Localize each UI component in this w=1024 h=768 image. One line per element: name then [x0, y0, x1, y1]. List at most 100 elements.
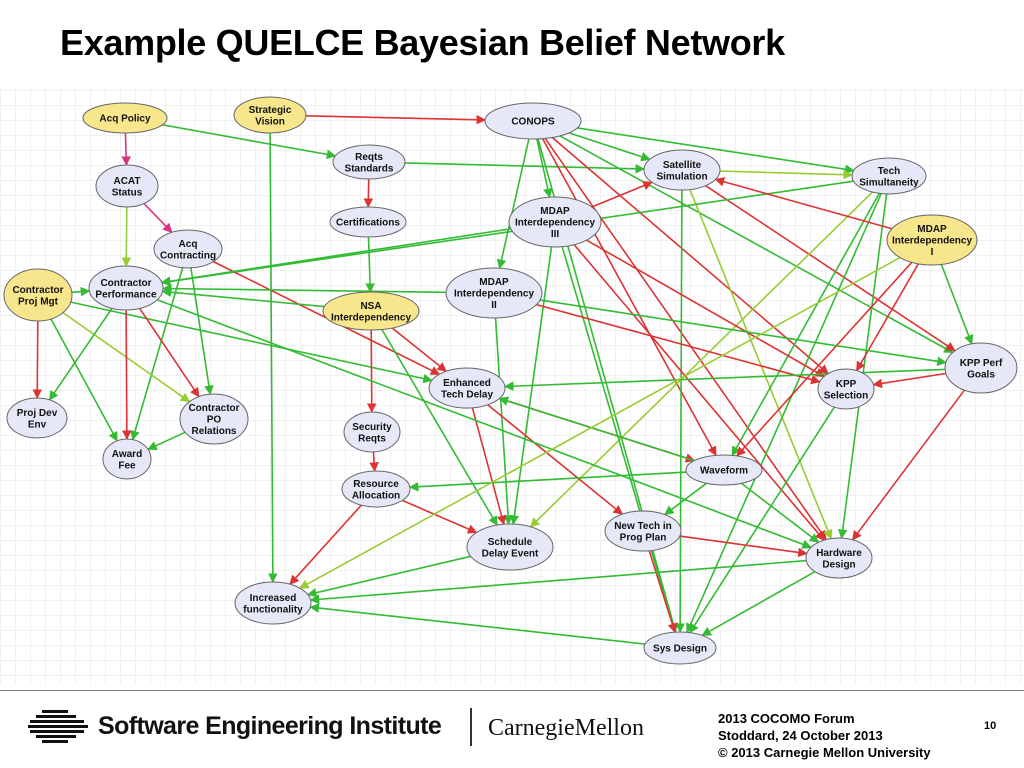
node-ellipse — [445, 267, 543, 319]
node-ellipse — [817, 368, 875, 410]
link-tech-simultaneity-to-schedule-delay-event — [529, 191, 874, 528]
link-conops-to-hardware-design — [544, 137, 827, 541]
link-contractor-po-relations-to-award-fee — [147, 431, 186, 451]
node-label: Contractor — [12, 285, 63, 296]
link-nsa-interdependency-to-schedule-delay-event — [381, 329, 498, 526]
link-acat-status-to-contractor-performance — [121, 206, 132, 267]
node-label: Vision — [255, 116, 285, 127]
node-ellipse — [234, 581, 312, 625]
node-label: Reqts — [355, 152, 383, 163]
node-ellipse — [332, 144, 406, 180]
node-conops[interactable]: CONOPS — [484, 102, 582, 140]
node-label: NSA — [360, 301, 381, 312]
node-ellipse — [3, 268, 73, 322]
node-label: Interdependency — [892, 236, 972, 247]
node-label: Schedule — [488, 537, 533, 548]
link-kpp-selection-to-sys-design — [689, 406, 835, 634]
node-label: Simultaneity — [859, 177, 919, 188]
link-layer — [32, 114, 974, 645]
link-kpp-perf-goals-to-hardware-design — [851, 389, 966, 541]
link-hardware-design-to-sys-design — [701, 571, 816, 637]
link-mdap-i-to-waveform — [736, 261, 913, 457]
node-label: Strategic — [249, 105, 292, 116]
link-conops-to-waveform — [541, 138, 717, 457]
link-acq-contracting-to-award-fee — [130, 267, 184, 441]
node-ellipse — [95, 164, 159, 208]
node-label: II — [491, 300, 497, 311]
link-mdap-iii-to-sys-design — [561, 246, 678, 634]
link-satellite-simulation-to-hardware-design — [689, 189, 833, 540]
node-label: Security — [352, 422, 392, 433]
node-label: Simulation — [656, 171, 707, 182]
link-mdap-ii-to-schedule-delay-event — [494, 317, 513, 525]
link-satellite-simulation-to-tech-simultaneity — [719, 169, 854, 180]
node-label: Satellite — [663, 160, 702, 171]
node-ellipse — [466, 523, 554, 571]
node-label: CONOPS — [511, 117, 555, 128]
link-enhanced-tech-delay-to-schedule-delay-event — [471, 407, 507, 526]
link-tech-simultaneity-to-contractor-performance — [160, 180, 854, 287]
node-waveform[interactable]: Waveform — [685, 454, 763, 486]
node-acq-policy[interactable]: Acq Policy — [82, 102, 168, 134]
node-label: Allocation — [352, 490, 400, 501]
link-mdap-iii-to-kpp-selection — [586, 239, 826, 378]
node-label: Performance — [95, 289, 157, 300]
node-label: Contracting — [160, 250, 216, 261]
node-label: Design — [822, 559, 855, 570]
link-acq-policy-to-reqts-standards — [162, 124, 337, 160]
node-ellipse — [604, 510, 682, 552]
link-waveform-to-new-tech-in-prog-plan — [664, 482, 707, 516]
link-certifications-to-nsa-interdependency — [365, 236, 375, 293]
node-label: Acq — [179, 239, 198, 250]
link-nsa-interdependency-to-enhanced-tech-delay — [391, 327, 447, 372]
link-mdap-ii-to-kpp-perf-goals — [539, 299, 947, 367]
node-label: III — [551, 229, 560, 240]
link-contractor-proj-mgt-to-proj-dev-env — [32, 320, 43, 399]
logo-divider — [470, 708, 472, 746]
link-enhanced-tech-delay-to-new-tech-in-prog-plan — [487, 404, 624, 515]
node-ellipse — [428, 367, 506, 409]
node-label: Status — [112, 187, 143, 198]
node-certifications[interactable]: Certifications — [329, 206, 407, 238]
link-new-tech-in-prog-plan-to-hardware-design — [679, 535, 808, 558]
link-resource-allocation-to-schedule-delay-event — [401, 499, 478, 534]
node-label: Contractor — [100, 278, 151, 289]
node-ellipse — [153, 229, 223, 269]
node-label: Delay Event — [482, 548, 539, 559]
link-kpp-perf-goals-to-kpp-selection — [872, 372, 947, 389]
node-sys-design[interactable]: Sys Design — [643, 631, 717, 665]
node-label: Fee — [118, 460, 136, 471]
node-label: Increased — [250, 593, 297, 604]
link-waveform-to-hardware-design — [740, 482, 820, 543]
node-ellipse — [851, 157, 927, 195]
link-kpp-perf-goals-to-enhanced-tech-delay — [503, 368, 946, 391]
footer-event: 2013 COCOMO Forum — [718, 711, 855, 726]
node-ellipse — [944, 342, 1018, 394]
node-ellipse — [685, 454, 763, 486]
